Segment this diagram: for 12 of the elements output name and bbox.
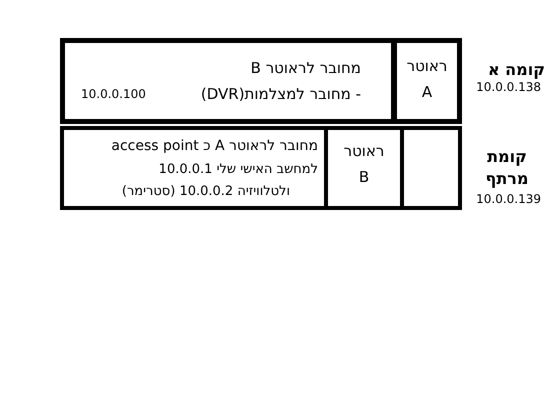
- ip-address: 10.0.0.138: [476, 80, 541, 94]
- router-label: ראוטר A: [406, 56, 448, 103]
- description-text: ולטלוויזיה 10.0.0.2 (סטרימר): [122, 184, 290, 199]
- description-text: מחובר לראוטר A כ access point: [111, 138, 318, 154]
- floor-heading: קומה א: [488, 60, 545, 79]
- ip-address: 10.0.0.100: [81, 87, 146, 101]
- description-text: למחשב האישי שלי 10.0.0.1: [158, 162, 318, 177]
- router-label: ראוטר B: [342, 141, 386, 188]
- description-text: מחובר לראוטר B: [250, 59, 361, 77]
- ip-address: 10.0.0.139: [476, 192, 541, 206]
- floor-heading: קומת מרתף: [484, 146, 530, 190]
- description-text: - מחובר למצלמות(DVR): [200, 85, 361, 103]
